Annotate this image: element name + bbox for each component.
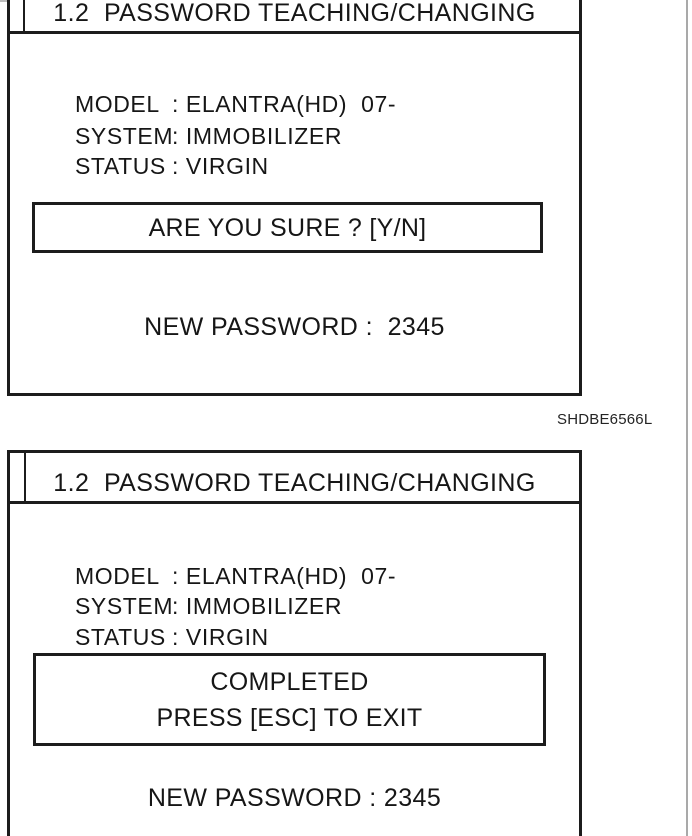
new-password-line: NEW PASSWORD : 2345 (144, 313, 445, 341)
field-row-model: MODEL : ELANTRA(HD) 07- (33, 531, 396, 621)
screen-title: 1.2 PASSWORD TEACHING/CHANGING (53, 0, 536, 27)
page-edge-rule (686, 0, 688, 836)
field-label: SYSTEM (74, 593, 174, 619)
field-row-status: STATUS: VIRGIN (33, 592, 269, 682)
field-row-system: SYSTEM: IMMOBILIZER (33, 561, 342, 651)
screen-title: 1.2 PASSWORD TEACHING/CHANGING (53, 469, 536, 497)
field-label: MODEL (74, 91, 160, 117)
scan-tool-screen-1: 1.2 PASSWORD TEACHING/CHANGING MODEL : EL… (7, 0, 582, 396)
figure-code-label: SHDBE6566L (557, 411, 653, 428)
field-label: STATUS (74, 153, 166, 179)
field-value: : ELANTRA(HD) 07- (171, 563, 397, 589)
confirm-dialog-box: ARE YOU SURE ? [Y/N] (32, 202, 543, 253)
dialog-line: COMPLETED (210, 667, 369, 696)
completed-dialog-box: COMPLETED PRESS [ESC] TO EXIT (33, 653, 546, 746)
field-row-status: STATUS: VIRGIN (33, 121, 269, 211)
screen-title-bar: 1.2 PASSWORD TEACHING/CHANGING (10, 0, 579, 34)
dialog-line: PRESS [ESC] TO EXIT (156, 703, 423, 732)
new-password-line: NEW PASSWORD : 2345 (147, 784, 442, 812)
field-value: : VIRGIN (171, 624, 269, 650)
field-value: : ELANTRA(HD) 07- (171, 91, 397, 117)
title-box-left-rule (24, 453, 26, 501)
field-label: STATUS (74, 624, 166, 650)
field-value: : IMMOBILIZER (171, 593, 343, 619)
field-label: SYSTEM (74, 123, 174, 149)
scan-tool-screen-2: 1.2 PASSWORD TEACHING/CHANGING MODEL : EL… (7, 450, 582, 836)
field-row-system: SYSTEM: IMMOBILIZER (33, 91, 342, 181)
field-row-model: MODEL : ELANTRA(HD) 07- (33, 59, 396, 149)
title-box-left-rule (23, 0, 25, 31)
screen-title-bar: 1.2 PASSWORD TEACHING/CHANGING (10, 453, 579, 504)
field-label: MODEL (74, 563, 160, 589)
field-value: : VIRGIN (171, 153, 269, 179)
field-value: : IMMOBILIZER (171, 123, 343, 149)
dialog-line: ARE YOU SURE ? [Y/N] (148, 213, 427, 242)
